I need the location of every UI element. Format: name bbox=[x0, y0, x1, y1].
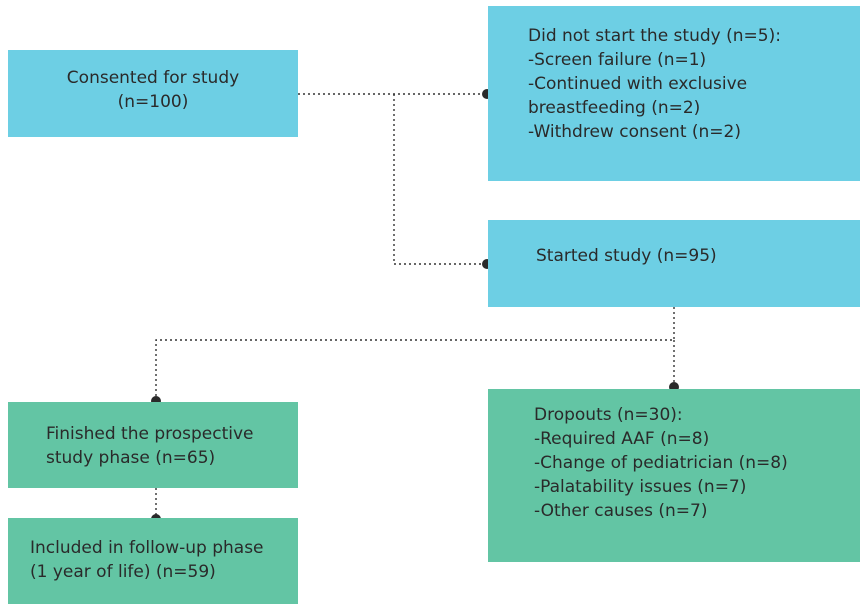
dropouts-line: -Palatability issues (n=7) bbox=[534, 477, 747, 497]
finished-prospective-box: Finished the prospective study phase (n=… bbox=[8, 402, 298, 488]
finished-line: study phase (n=65) bbox=[46, 448, 216, 468]
dropouts-line: Dropouts (n=30): bbox=[534, 405, 683, 425]
consented-box: Consented for study (n=100) bbox=[8, 50, 298, 137]
dropouts-line: -Change of pediatrician (n=8) bbox=[534, 453, 788, 473]
did-not-start-line: -Screen failure (n=1) bbox=[528, 50, 707, 70]
did-not-start-line: breastfeeding (n=2) bbox=[528, 98, 701, 118]
did-not-start-line: Did not start the study (n=5): bbox=[528, 26, 781, 46]
did-not-start-line: -Withdrew consent (n=2) bbox=[528, 122, 741, 142]
started-study-box: Started study (n=95) bbox=[488, 220, 860, 307]
started-study-line: Started study (n=95) bbox=[536, 246, 717, 266]
dropouts-line: -Required AAF (n=8) bbox=[534, 429, 710, 449]
connector-consent-to-started bbox=[393, 94, 487, 265]
consented-line: (n=100) bbox=[117, 92, 189, 112]
included-follow-up-box: Included in follow-up phase (1 year of l… bbox=[8, 518, 298, 604]
finished-line: Finished the prospective bbox=[46, 424, 254, 444]
included-line: Included in follow-up phase bbox=[30, 538, 264, 558]
included-line: (1 year of life) (n=59) bbox=[30, 562, 216, 582]
did-not-start-line: -Continued with exclusive bbox=[528, 74, 748, 94]
dropouts-line: -Other causes (n=7) bbox=[534, 501, 708, 521]
dropouts-box: Dropouts (n=30): -Required AAF (n=8) -Ch… bbox=[488, 389, 860, 562]
did-not-start-box: Did not start the study (n=5): -Screen f… bbox=[488, 6, 860, 181]
connector-started-to-branches bbox=[155, 307, 675, 400]
consented-line: Consented for study bbox=[66, 68, 240, 88]
